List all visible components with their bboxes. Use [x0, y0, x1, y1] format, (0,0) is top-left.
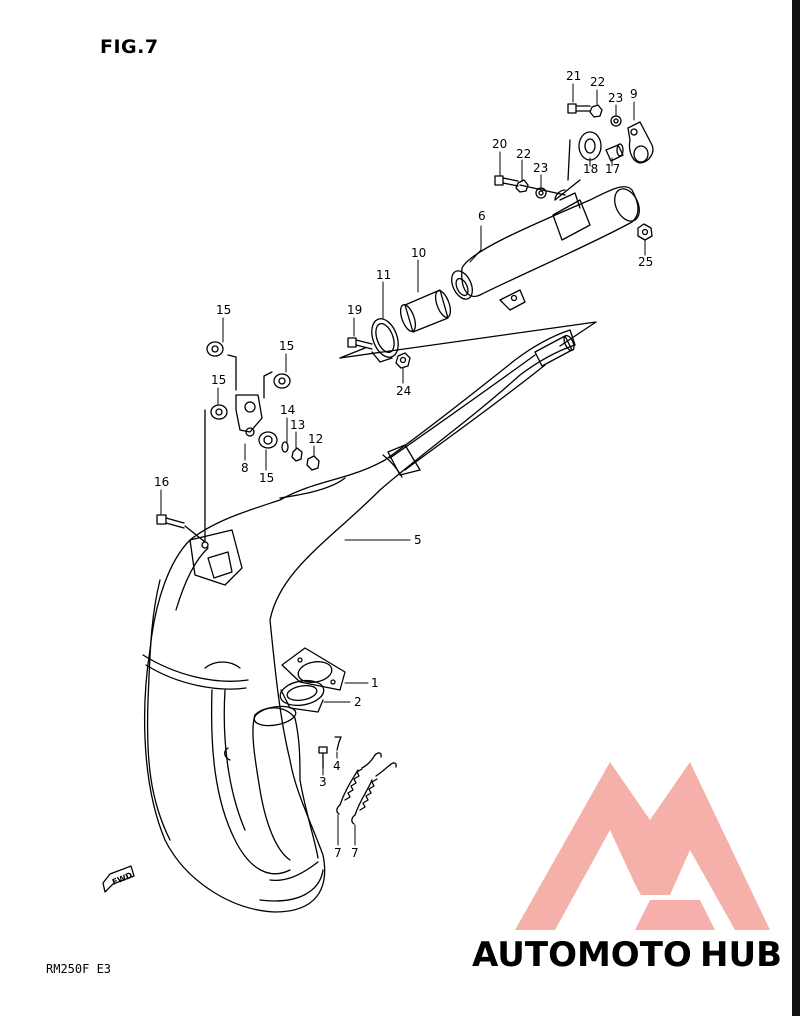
springs	[336, 752, 397, 825]
callout-6: 6	[478, 209, 486, 223]
callout-18: 18	[583, 162, 598, 176]
callout-labels: 21 22 23 9 20 22 23 18 17 6 25 10 11 19 …	[111, 69, 653, 887]
callout-11: 11	[376, 268, 391, 282]
callout-12: 12	[308, 432, 323, 446]
screw-3	[318, 746, 328, 769]
callout-leaders	[160, 83, 646, 846]
callout-23a: 23	[608, 91, 623, 105]
fwd-arrow-icon	[102, 865, 135, 893]
callout-4: 4	[333, 759, 341, 773]
callout-25: 25	[638, 255, 653, 269]
callout-15d: 15	[259, 471, 274, 485]
figure-title: FIG.7	[100, 36, 159, 58]
callout-23b: 23	[533, 161, 548, 175]
model-code: RM250F E3	[46, 962, 112, 976]
callout-3: 3	[319, 775, 327, 789]
front-bracket-hardware	[156, 341, 320, 543]
callout-15b: 15	[279, 339, 294, 353]
callout-22b: 22	[516, 147, 531, 161]
leader-line	[339, 321, 597, 359]
callout-15a: 15	[216, 303, 231, 317]
callout-9: 9	[630, 87, 638, 101]
callout-15c: 15	[211, 373, 226, 387]
callout-8: 8	[241, 461, 249, 475]
callout-17: 17	[605, 162, 620, 176]
callout-13: 13	[290, 418, 305, 432]
right-border	[792, 0, 800, 1016]
callout-24: 24	[396, 384, 411, 398]
callout-14: 14	[280, 403, 295, 417]
callout-22a: 22	[590, 75, 605, 89]
gasket-2	[279, 679, 325, 713]
rear-mount-hardware	[494, 103, 654, 241]
bolt-19	[347, 337, 373, 350]
callout-7a: 7	[334, 846, 342, 860]
callout-1: 1	[371, 676, 379, 690]
callout-16: 16	[154, 475, 169, 489]
callout-19: 19	[347, 303, 362, 317]
joint-pipe	[399, 289, 452, 333]
clamp	[371, 318, 399, 363]
callout-20: 20	[492, 137, 507, 151]
watermark-logo: AUTOMOTO HUB	[472, 762, 782, 975]
watermark-text-hub: HUB	[700, 935, 782, 975]
callout-2: 2	[354, 695, 362, 709]
callout-5: 5	[414, 533, 422, 547]
rivet-4	[334, 736, 342, 751]
callout-21: 21	[566, 69, 581, 83]
callout-7b: 7	[351, 846, 359, 860]
nut-24	[395, 352, 411, 369]
callout-10: 10	[411, 246, 426, 260]
exhaust-pipe	[142, 329, 576, 913]
silencer	[451, 186, 640, 311]
watermark-text-automoto: AUTOMOTO	[472, 935, 692, 975]
